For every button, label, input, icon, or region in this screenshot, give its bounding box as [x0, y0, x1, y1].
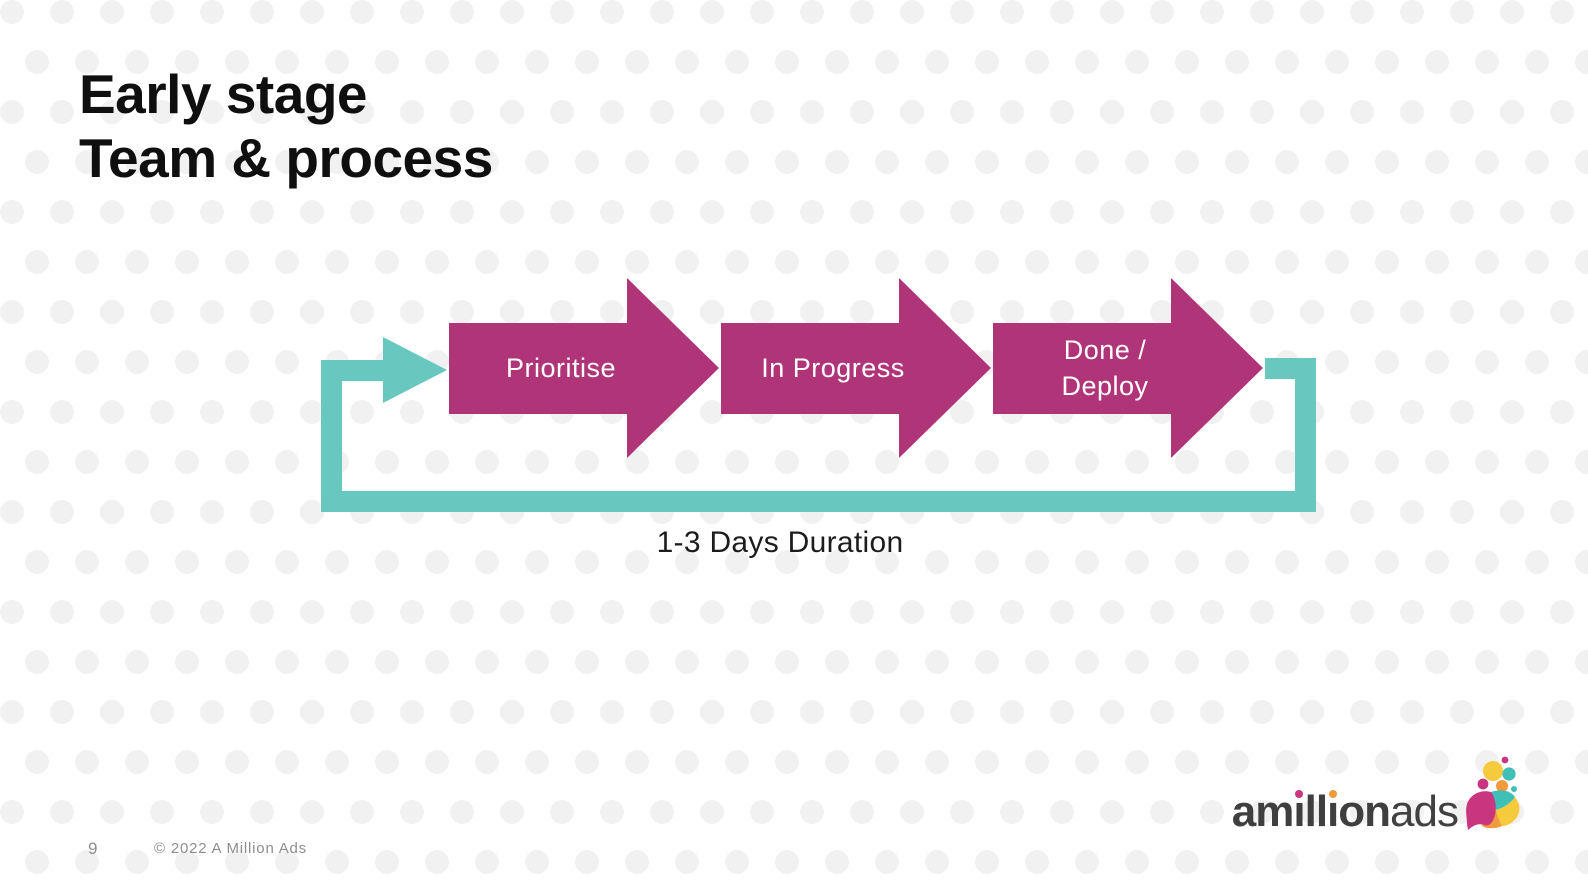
page-number: 9 [88, 839, 98, 858]
brand-suffix: ads [1390, 787, 1459, 836]
loop-arrowhead-icon [383, 337, 447, 403]
loop-bottom-segment [321, 491, 1316, 512]
step-prioritise-shape [449, 323, 627, 414]
page-title: Early stage Team & process [79, 63, 493, 189]
step-prioritise-arrowhead-icon [627, 278, 719, 458]
copyright-text: © 2022 A Million Ads [154, 840, 307, 857]
loop-entry-segment [321, 360, 385, 381]
loop-right-segment [1295, 358, 1316, 512]
step-in-progress-arrowhead-icon [899, 278, 991, 458]
brand-i-pink-dot: ı [1293, 787, 1305, 836]
step-in-progress-label: In Progress [761, 352, 905, 383]
brand-part: ll [1304, 787, 1328, 836]
duration-label: 1-3 Days Duration [656, 526, 904, 559]
step-done-deploy-arrowhead-icon [1171, 278, 1263, 458]
loop-exit-segment [1265, 358, 1316, 379]
step-in-progress-shape [721, 323, 899, 414]
brand-part: am [1231, 787, 1295, 836]
step-prioritise-label: Prioritise [505, 352, 617, 383]
brand-wordmark: amıllıonads [1231, 787, 1459, 837]
brand-i-orange-dot: ı [1327, 787, 1339, 836]
step-done-deploy-shape [993, 323, 1171, 414]
brand-part: on [1338, 787, 1391, 836]
loop-left-segment [321, 360, 342, 512]
brand-logo-icon [1466, 756, 1520, 830]
step-done-deploy-label: Done / Deploy [1061, 335, 1149, 401]
